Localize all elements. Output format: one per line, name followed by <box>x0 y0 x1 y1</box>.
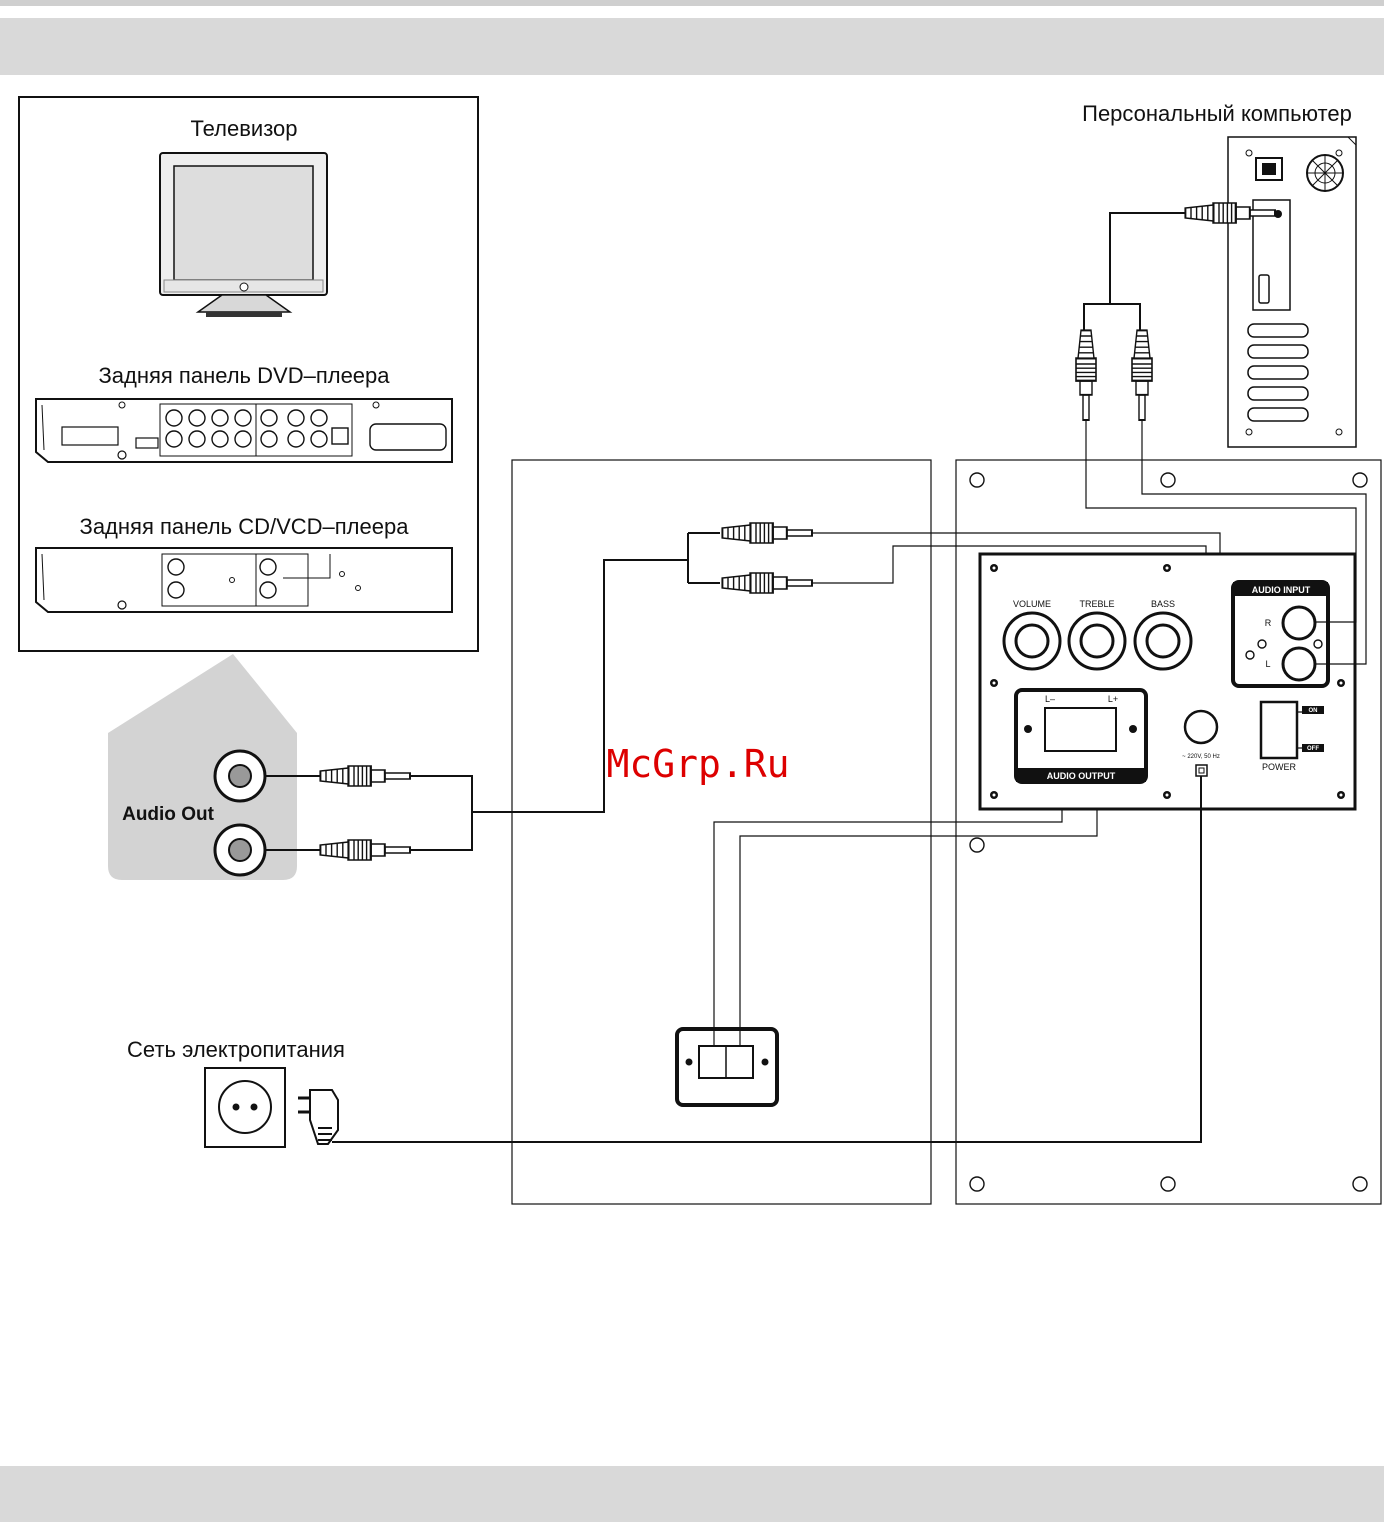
input-r-jack[interactable] <box>1283 607 1315 639</box>
pc-tower-icon <box>1228 137 1356 447</box>
footer-band <box>0 1466 1384 1522</box>
rca-plug-mid-lower <box>722 573 812 593</box>
output-terminal[interactable] <box>1045 708 1116 751</box>
rca-plug-pc-left <box>1076 330 1096 420</box>
audio-out-label: Audio Out <box>122 804 214 825</box>
rca-plug-lower-left <box>320 840 410 860</box>
top-rule <box>0 0 1384 6</box>
input-screw <box>1246 651 1254 659</box>
watermark: McGrp.Ru <box>606 742 789 786</box>
volume-knob[interactable] <box>1004 613 1060 669</box>
speaker-terminal-block <box>677 1029 777 1105</box>
treble-knob[interactable] <box>1069 613 1125 669</box>
input-r-label: R <box>1265 618 1272 628</box>
audio-out-jack-lower <box>215 825 265 875</box>
rca-plug-mid-upper <box>722 523 812 543</box>
pc-label: Персональный компьютер <box>1082 101 1352 126</box>
panel-screw <box>1337 679 1345 687</box>
bass-knob[interactable] <box>1135 613 1191 669</box>
input-screw <box>1314 640 1322 648</box>
output-screw <box>1024 725 1032 733</box>
output-lplus-label: L+ <box>1108 694 1118 704</box>
power-label: POWER <box>1262 762 1297 772</box>
input-l-jack[interactable] <box>1283 648 1315 680</box>
split-cable <box>688 533 720 583</box>
rca-plug-pc-right <box>1132 330 1152 420</box>
input-l-label: L <box>1265 659 1270 669</box>
header-band <box>0 18 1384 75</box>
input-screw <box>1258 640 1266 648</box>
bass-label: BASS <box>1151 599 1175 609</box>
panel-screw <box>990 791 998 799</box>
power-switch[interactable] <box>1261 702 1297 758</box>
voltage-label: ~ 220V, 50 Hz <box>1182 754 1220 760</box>
mains-label: Сеть электропитания <box>127 1037 345 1062</box>
output-screw <box>1129 725 1137 733</box>
dvd-panel-label: Задняя панель DVD–плеера <box>98 363 390 388</box>
pc-cable-split <box>1084 213 1186 330</box>
audio-out-jack-upper <box>215 751 265 801</box>
panel-screw <box>990 679 998 687</box>
panel-screw <box>1163 791 1171 799</box>
wall-socket-icon <box>205 1068 285 1147</box>
power-inlet <box>1185 711 1217 743</box>
power-plug-icon <box>298 1090 338 1144</box>
output-lminus-label: L– <box>1045 694 1055 704</box>
audio-output-label: AUDIO OUTPUT <box>1047 771 1116 781</box>
dvd-rear-panel-icon <box>36 399 452 462</box>
tv-icon <box>160 153 327 317</box>
cd-panel-label: Задняя панель CD/VCD–плеера <box>80 514 410 539</box>
cd-rear-panel-icon <box>36 548 452 612</box>
panel-screw <box>1337 791 1345 799</box>
tv-label: Телевизор <box>190 116 297 141</box>
rca-plug-upper-left <box>320 766 410 786</box>
volume-label: VOLUME <box>1013 599 1051 609</box>
switch-off-label: OFF <box>1307 746 1319 752</box>
audio-input-label: AUDIO INPUT <box>1252 585 1311 595</box>
switch-on-label: ON <box>1309 708 1318 714</box>
treble-label: TREBLE <box>1079 599 1114 609</box>
panel-screw <box>1163 564 1171 572</box>
audio-out-callout <box>108 654 297 880</box>
panel-screw <box>990 564 998 572</box>
